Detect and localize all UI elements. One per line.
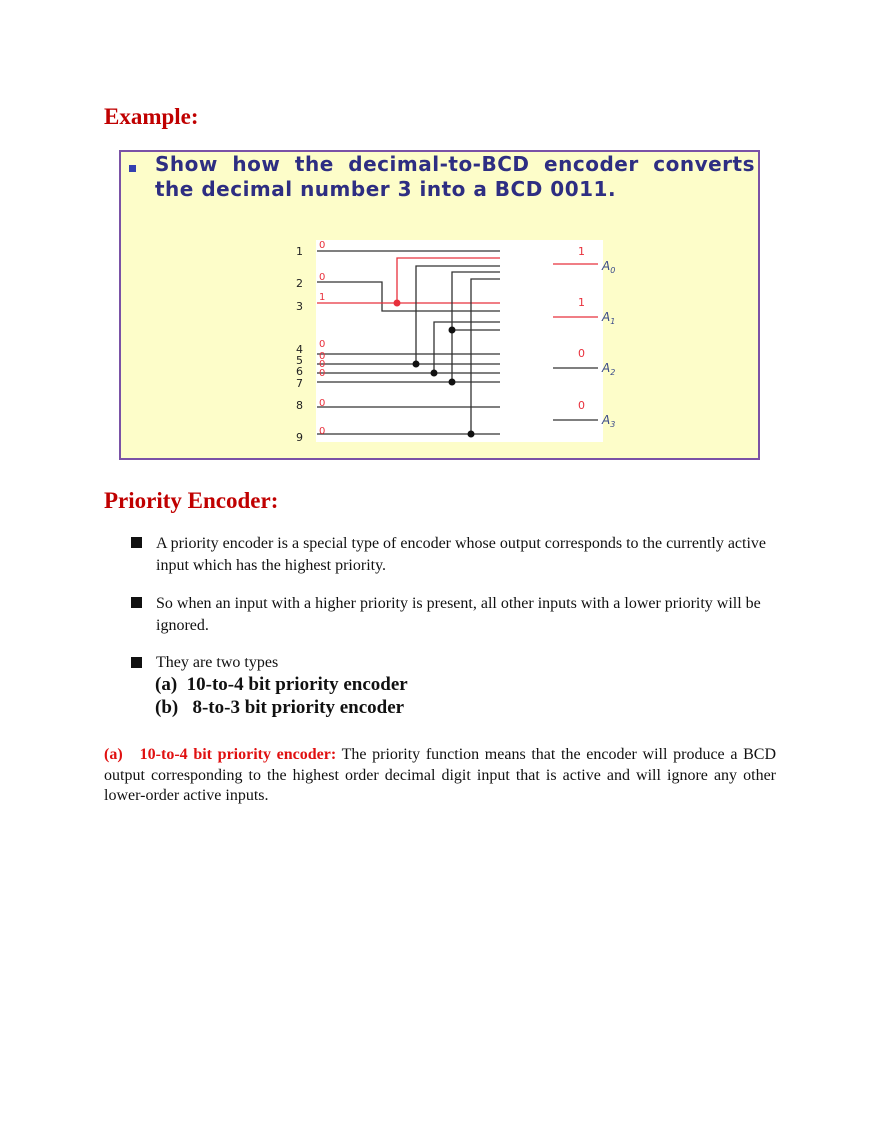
example-question: Show how the decimal-to-BCD encoder conv… [155,152,755,201]
input-value: 0 [319,351,325,362]
input-value: 0 [319,339,325,350]
input-label: 6 [296,365,303,378]
input-label: 7 [296,377,303,390]
junction-dot [448,378,456,386]
input-3-branch-wire [396,257,500,303]
input-value: 1 [319,292,325,303]
bullet-icon [131,657,142,668]
priority-heading: Priority Encoder: [104,488,279,513]
bullet-icon [131,597,142,608]
input-label: 2 [296,277,303,290]
output-value: 1 [578,296,585,309]
input-2-wire [317,281,500,312]
type-item: (b) 8-to-3 bit priority encoder [155,697,405,718]
output-value: 0 [578,347,585,360]
output-value: 1 [578,245,585,258]
input-7-branch-wire [451,271,500,382]
bullet-text: So when an input with a higher priority … [156,595,761,634]
input-value: 0 [319,368,325,379]
bullet-text: They are two types [156,654,279,671]
junction-dot [448,326,456,334]
diagram-background [316,240,603,442]
output-label: A1 [601,310,615,326]
input-label: 4 [296,343,303,356]
para-text: The priority function means that the enc… [104,746,776,804]
junction-dot [430,369,438,377]
example-heading: Example: [104,104,199,129]
input-label: 5 [296,354,303,367]
input-6-branch-wire [433,321,500,373]
input-label: 9 [296,431,303,444]
type-item: (a) 10-to-4 bit priority encoder [155,674,408,695]
junction-dot [467,430,475,438]
input-value: 0 [319,359,325,370]
bullet-icon [131,537,142,548]
para-label: (a) 10-to-4 bit priority encoder: [104,746,337,763]
priority-paragraph: (a) 10-to-4 bit priority encoder: The pr… [104,745,776,807]
input-value: 0 [319,398,325,409]
output-label: A2 [601,361,615,377]
output-label: A3 [601,413,615,429]
output-label: A0 [601,259,615,275]
junction-dot [393,299,401,307]
input-value: 0 [319,426,325,437]
input-value: 0 [319,272,325,283]
output-value: 0 [578,399,585,412]
junction-dot [412,360,420,368]
input-9-branch-wire [470,278,500,434]
input-value: 0 [319,240,325,251]
bullet-icon [129,165,136,172]
input-label: 3 [296,300,303,313]
input-label: 8 [296,399,303,412]
input-5-branch-wire [415,265,500,364]
input-label: 1 [296,245,303,258]
bullet-text: A priority encoder is a special type of … [156,535,767,574]
